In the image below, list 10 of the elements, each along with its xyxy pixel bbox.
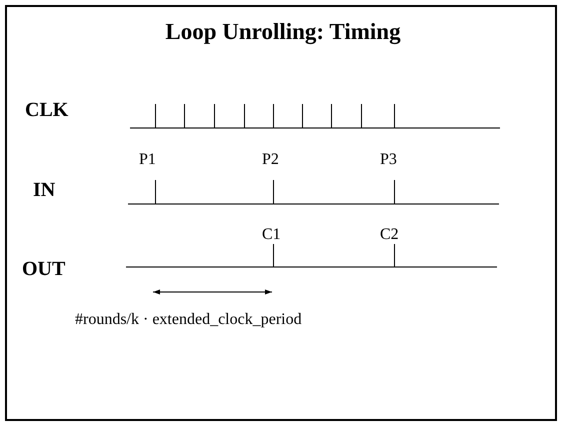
- formula-label: #rounds/k · extended_clock_period: [75, 312, 302, 328]
- signal-name: IN: [33, 180, 56, 200]
- time-label: P1: [139, 152, 156, 168]
- signal-name: CLK: [25, 100, 68, 120]
- time-label: C1: [262, 227, 281, 243]
- time-label: C2: [380, 227, 399, 243]
- title: Loop Unrolling: Timing: [164, 20, 402, 43]
- time-label: P3: [380, 152, 397, 168]
- signal-name: OUT: [22, 259, 66, 279]
- time-label: P2: [262, 152, 279, 168]
